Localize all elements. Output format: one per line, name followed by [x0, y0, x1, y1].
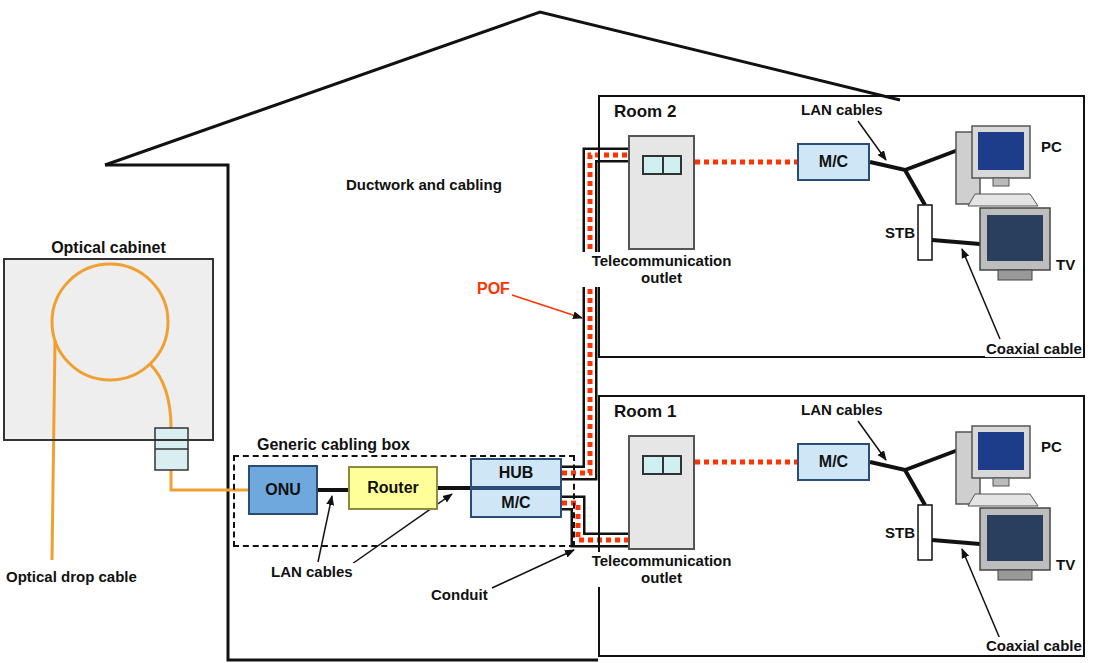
text-label: POF	[476, 280, 511, 298]
node-label: M/C	[819, 153, 848, 171]
node-label: Telecommunication outlet	[577, 252, 747, 287]
text-label: STB	[884, 224, 916, 241]
router-box: Router	[348, 466, 438, 510]
text-label: Conduit	[430, 586, 489, 603]
onu-box: ONU	[248, 465, 318, 515]
converter-box: M/C	[797, 143, 870, 181]
conduit	[562, 155, 628, 540]
converter-box: M/C	[797, 443, 870, 481]
conduit-inner	[562, 155, 628, 540]
node-label: M/C	[501, 494, 530, 512]
hub-box: HUB	[470, 458, 562, 488]
fiber-coil	[52, 264, 168, 380]
text-label: LAN cables	[270, 563, 354, 580]
text-label: Coaxial cable	[985, 637, 1083, 654]
outlet-icon	[642, 155, 682, 175]
node-label: HUB	[499, 464, 534, 482]
cabling-box: Generic cabling boxONURouterHUBM/C	[233, 455, 575, 547]
text-label: Optical drop cable	[5, 568, 138, 585]
pof-cable	[562, 155, 628, 473]
telecom-outlet: Telecommunication outlet	[628, 435, 695, 550]
converter-box: M/C	[470, 488, 562, 518]
node-label: Optical cabinet	[5, 239, 212, 257]
leader-line	[492, 550, 574, 588]
optical-connector	[155, 428, 188, 470]
text-label: PC	[1040, 138, 1063, 155]
node-label: M/C	[819, 453, 848, 471]
cabinet-fill	[4, 259, 212, 439]
text-label: Ductwork and cabling	[345, 176, 503, 193]
text-label: LAN cables	[800, 401, 884, 418]
pof-cable	[562, 503, 628, 540]
leader-line	[318, 496, 332, 562]
fiber	[52, 340, 171, 560]
optical-cabinet: Optical cabinet	[3, 258, 214, 441]
node-label: Room 2	[614, 102, 676, 122]
pof-cable	[695, 160, 797, 165]
house-roof	[105, 12, 900, 165]
leader-line	[512, 295, 582, 318]
room-box: Room 2 Telecommunication outlet M/C	[598, 95, 1085, 358]
pof-cable	[695, 460, 797, 465]
room-box: Room 1 Telecommunication outlet M/C	[598, 395, 1085, 657]
cable	[438, 486, 470, 490]
text-label: Coaxial cable	[985, 340, 1083, 357]
text-label: LAN cables	[800, 101, 884, 118]
room-devices	[858, 421, 1050, 639]
node-label: Telecommunication outlet	[577, 552, 747, 587]
node-label: ONU	[265, 481, 301, 499]
text-label: TV	[1055, 556, 1076, 573]
room-devices	[858, 121, 1050, 339]
node-label: Generic cabling box	[257, 436, 410, 454]
outlet-icon	[642, 455, 682, 475]
node-label: Router	[367, 479, 419, 497]
cable	[318, 488, 348, 492]
telecom-outlet: Telecommunication outlet	[628, 135, 695, 250]
text-label: STB	[884, 524, 916, 541]
text-label: TV	[1055, 256, 1076, 273]
text-label: PC	[1040, 438, 1063, 455]
optical-connector	[155, 448, 188, 450]
node-label: Room 1	[614, 402, 676, 422]
